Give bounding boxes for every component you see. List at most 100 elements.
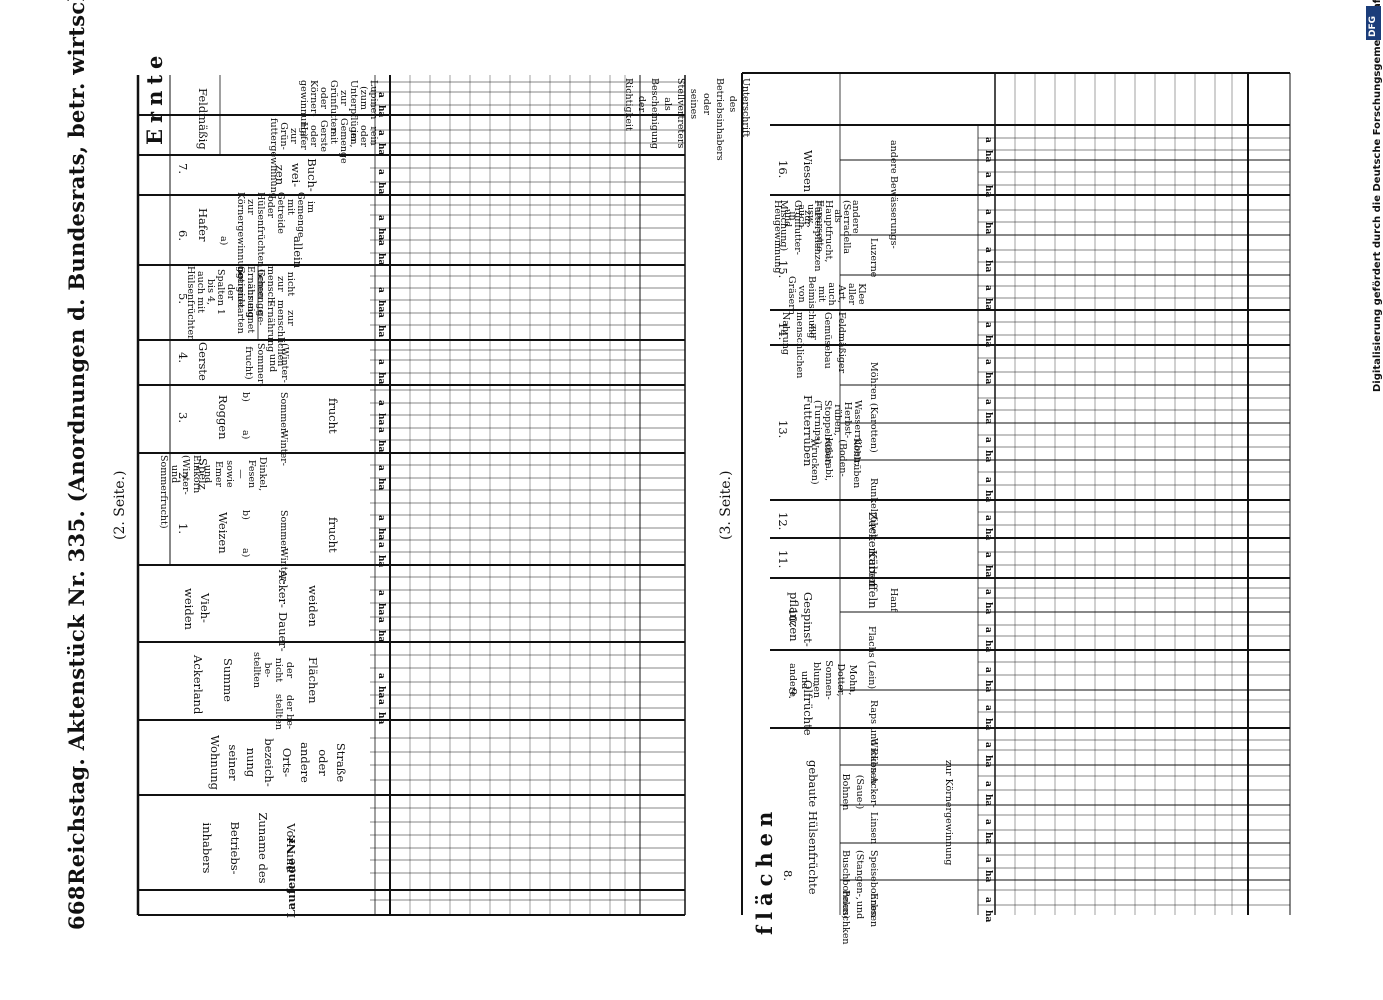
lower-ha-label: ha — [983, 602, 993, 615]
feldmaessig-b: Lupinen (zum Unterpflügen, zur Grünfutte… — [298, 80, 379, 148]
weiden-header: weiden — [306, 585, 320, 627]
lower-ar-label: a — [983, 359, 993, 365]
lower-ha-label: ha — [983, 794, 993, 807]
wiesen-andere-header: andere — [888, 140, 899, 174]
upper-ha-label: ha — [376, 228, 386, 241]
lower-ar-label: a — [983, 172, 993, 178]
feldmaessig-a: rein oder im Gemenge mit Gerste oder Haf… — [268, 118, 379, 199]
upper-ha-label: ha — [376, 686, 386, 699]
weizen-sommer: Sommer- — [278, 510, 289, 554]
upper-ar-label: a — [376, 359, 386, 365]
wasserrueben-header: Wasserrüben, Herbst- rüben, Stoppelrüben… — [812, 400, 863, 467]
luzerne-header: Luzerne — [868, 238, 879, 278]
summe-header: Summe — [221, 658, 235, 702]
andere-futter-header: andere (Serradella als Hauptfrucht, Espa… — [778, 200, 861, 263]
hanf-header: Hanf — [888, 588, 899, 612]
upper-ha-label: ha — [376, 253, 386, 266]
upper-ha-label: ha — [376, 478, 386, 491]
upper-ha-label: ha — [376, 413, 386, 426]
hafer-a: a) — [218, 236, 229, 246]
lower-ar-label: a — [983, 322, 993, 328]
mohn-header: Mohn, Dotter, Sonnen- blumen und andere — [787, 660, 858, 700]
lower-ar-label: a — [983, 285, 993, 291]
unterschrift-header: Unterschrift des Betriebsinhabers oder s… — [623, 78, 751, 161]
upper-ha-label: ha — [376, 143, 386, 156]
lower-ar-label: a — [983, 742, 993, 748]
col-4-number: 4. — [176, 352, 190, 363]
feldmaessig-header: Feldmäßig — [196, 88, 210, 150]
lower-ha-label: ha — [983, 260, 993, 273]
dauer-header: Dauer- — [276, 612, 290, 652]
runkelrueben-header: Runkelrüben — [868, 478, 879, 541]
col-6-number: 6. — [176, 230, 190, 241]
bewaesserung-header: Bewässerungs- — [888, 176, 899, 249]
upper-ar-label: a — [376, 590, 386, 596]
lower-ar-label: a — [983, 515, 993, 521]
buchweizen-header: Buch- wei- zen — [273, 158, 319, 192]
lower-ar-label: a — [983, 247, 993, 253]
lower-ha-label: ha — [983, 870, 993, 883]
upper-ar-label: a — [376, 400, 386, 406]
upper-ha-label: ha — [376, 555, 386, 568]
lower-ar-label: a — [983, 667, 993, 673]
col-11-number: 11. — [776, 550, 790, 569]
col-12-number: 12. — [776, 512, 790, 531]
roggen-header: Roggen — [216, 395, 230, 440]
lower-ha-label: ha — [983, 680, 993, 693]
upper-ar-label: a — [376, 515, 386, 521]
flaechen-subheader: Flächen — [306, 657, 320, 704]
raps-header: Raps und Rübsen — [868, 700, 879, 785]
lower-ar-label: a — [983, 819, 993, 825]
lower-ha-label: ha — [983, 335, 993, 348]
upper-ar-label: a — [376, 130, 386, 136]
lower-ar-label: a — [983, 897, 993, 903]
gerste-header: Gerste — [196, 342, 210, 381]
col-16-number: 16. — [776, 160, 790, 179]
lower-ar-label: a — [983, 437, 993, 443]
upper-ar-label: a — [376, 215, 386, 221]
upper-ar-label: a — [376, 169, 386, 175]
lower-ar-label: a — [983, 781, 993, 787]
upper-ha-label: ha — [376, 105, 386, 118]
lower-ar-label: a — [983, 399, 993, 405]
nicht-bestellten-header: der nicht be- stellten — [251, 652, 295, 688]
upper-ar-label: a — [376, 617, 386, 623]
roggen-b: b) — [240, 392, 251, 402]
upper-ar-label: a — [376, 312, 386, 318]
upper-ar-label: a — [376, 240, 386, 246]
lower-ha-label: ha — [983, 755, 993, 768]
lower-ha-label: ha — [983, 298, 993, 311]
ackerland-header: Ackerland — [191, 655, 205, 715]
upper-ha-label: ha — [376, 712, 386, 725]
roggen-a: a) — [240, 430, 251, 440]
vorname-header: Vor- und Zuname des Betriebs- inhabers — [200, 812, 298, 884]
spelz-description: Dinkel, Fesen — sowie Emer und Einkorn (… — [158, 455, 268, 529]
weizen-frucht: frucht — [326, 517, 340, 553]
bestellten-header: der be- stellten — [273, 694, 295, 730]
upper-ha-label: ha — [376, 300, 386, 313]
strasse-header: Straße oder andere Orts- bezeich- nung s… — [208, 735, 348, 790]
upper-ar-label: a — [376, 542, 386, 548]
hafer-header: Hafer — [196, 208, 210, 242]
klee-header: Klee aller Art, auch mit Beimischung von… — [786, 276, 867, 339]
lower-ha-label: ha — [983, 910, 993, 923]
upper-ar-label: a — [376, 427, 386, 433]
upper-ha-label: ha — [376, 372, 386, 385]
lower-ar-label: a — [983, 857, 993, 863]
lower-ar-label: a — [983, 137, 993, 143]
huelsenfruechte-header: gebaute Hülsenfrüchte — [806, 760, 820, 895]
weizen-a: a) — [240, 548, 251, 558]
upper-ar-label: a — [376, 287, 386, 293]
upper-ha-label: ha — [376, 630, 386, 643]
upper-ha-label: ha — [376, 182, 386, 195]
upper-ha-label: ha — [376, 603, 386, 616]
viehweiden-header: Vieh- weiden — [182, 588, 212, 630]
koernergewinnung-label: zur Körnergewinnung — [943, 760, 954, 866]
lower-ar-label: a — [983, 552, 993, 558]
dfg-logo: DFG — [1366, 6, 1381, 40]
lower-ar-label: a — [983, 209, 993, 215]
roggen-frucht: frucht — [326, 398, 340, 434]
col-8-number: 8. — [781, 870, 795, 881]
lower-ha-label: ha — [983, 718, 993, 731]
